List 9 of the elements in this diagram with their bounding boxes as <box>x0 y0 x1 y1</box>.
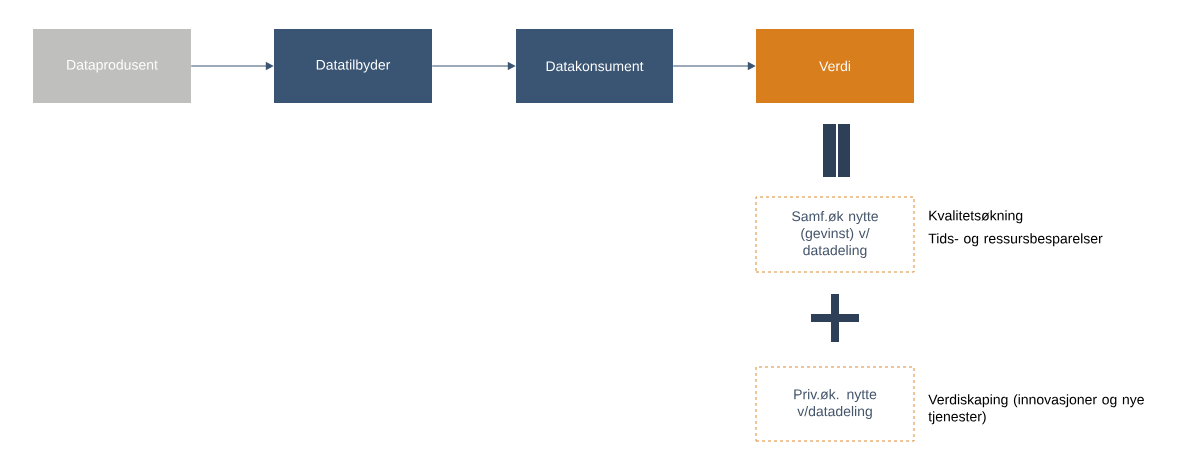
benefit-text: Verdiskaping (innovasjoner og nye tjenester) <box>928 394 1144 425</box>
process-box: Datakonsument <box>516 29 673 103</box>
benefit-box: Priv.øk. nytte v/datadeling <box>755 366 915 442</box>
process-box: Dataprodusent <box>33 29 191 103</box>
benefit-box: Samf.øk nytte (gevinst) v/ datadeling <box>755 196 915 273</box>
result-box: Verdi <box>756 29 914 103</box>
process-box: Datatilbyder <box>274 29 432 103</box>
benefit-text: Kvalitetsøkning <box>929 210 1023 224</box>
benefit-text: Tids- og ressursbesparelser <box>928 233 1103 247</box>
